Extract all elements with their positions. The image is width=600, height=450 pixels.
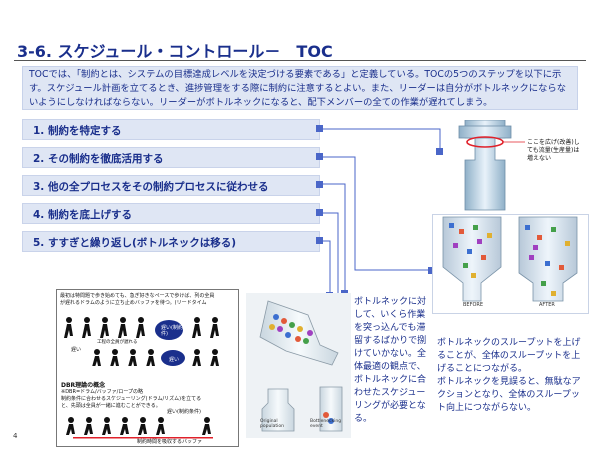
dbr-header-line: が遅れるドラムのように立ち止めバッファを待つ。(リードタイム (60, 300, 207, 306)
throughput-note: ボトルネックのスループットを上げることが、全体のスループットを上げることにつなが… (437, 338, 581, 413)
dbr-header-line: 最初は特問題で歩き始めても、急ぎ好きなペースで歩けば、列の全員 (60, 293, 215, 299)
walker-icon (64, 317, 73, 338)
connector-dot (316, 125, 323, 132)
gap-label: 工程の全員が遅れる (97, 340, 138, 345)
walkers-top (64, 317, 219, 366)
walker-icon (100, 317, 109, 338)
step-3: 3. 他の全プロセスをその制約プロセスに従わせる (22, 175, 320, 196)
page-number: 4 (13, 432, 18, 440)
bottleneck-label-top: 遅い(制約条件) (161, 325, 188, 337)
step-2: 2. その制約を徹底活用する (22, 147, 320, 168)
bottleneck-oval (155, 320, 183, 340)
walker-icon (92, 349, 101, 366)
walker-icon (146, 349, 155, 366)
connector-step4 (320, 212, 339, 295)
connector-step3 (320, 183, 346, 292)
funnel-before (442, 216, 502, 302)
bottom-caption: 制約時間を吸収するバッファ (137, 439, 203, 445)
connector-step5 (320, 240, 331, 295)
slide-title: 3-6. スケジュール・コントロール－ TOC (17, 42, 333, 61)
walker-icon (138, 417, 147, 435)
connector-step2 (320, 156, 430, 271)
walkers-bottom (66, 417, 213, 439)
step-4: 4. 制約を底上げする (22, 203, 320, 224)
connector-dot (316, 209, 323, 216)
bottleneck-label-bottom: 遅い(制約条件) (167, 409, 201, 415)
walker-icon (118, 317, 127, 338)
walker-icon (82, 317, 91, 338)
step-1: 1. 制約を特定する (22, 119, 320, 140)
pipe-bottleneck-figure (458, 120, 525, 211)
step-5: 5. すすぎと繰り返し(ボトルネックは移る) (22, 231, 320, 252)
connector-dot (436, 148, 443, 155)
title-divider (14, 60, 586, 61)
slow-label: 遅い (71, 347, 82, 353)
walker-icon (84, 417, 93, 435)
particles-before (449, 223, 492, 278)
walker-icon (110, 349, 119, 366)
walker-icon (192, 349, 201, 366)
walker-icon (66, 417, 75, 435)
walker-icon (192, 317, 201, 338)
dbr-concept: DBR理論の概念 ※DBR=ドラム/バッファ/ロープの略 制約条件に合わせるスケ… (61, 382, 236, 410)
beads-in-bottle (269, 314, 313, 344)
particles-after (525, 225, 570, 296)
funnel-after (518, 216, 578, 302)
walker-icon (120, 417, 129, 435)
bottle-label-right: Bottlenecking event (310, 419, 342, 429)
bottle-tilted (259, 300, 339, 366)
dbr-concept-line: と、先頭は全員が一緒に進むことができる。 (61, 403, 161, 409)
after-label: AFTER (539, 302, 555, 308)
connector-dot (316, 153, 323, 160)
funnel-svg (442, 216, 578, 302)
dbr-figure: 最初は特問題で歩き始めても、急ぎ好きなペースで歩けば、列の全員 が遅れるドラムの… (56, 289, 239, 447)
connector-dot (316, 181, 323, 188)
dbr-concept-line: ※DBR=ドラム/バッファ/ロープの略 (61, 389, 144, 395)
walker-icon (210, 349, 219, 366)
slow-right-label: 遅い (169, 357, 180, 363)
rope-line (73, 437, 213, 439)
before-label: BEFORE (463, 302, 484, 308)
walker-icon (128, 349, 137, 366)
dbr-concept-line: 制約条件に合わせるスケジューリング(ドラム/リズム)を立てる (61, 396, 202, 402)
walker-icon (210, 317, 219, 338)
pipe-flange (458, 125, 512, 139)
bottle-upright (261, 388, 295, 432)
connector-dot (428, 267, 435, 274)
connector-step1 (320, 128, 441, 150)
bottle-label-left: Original population (260, 419, 284, 429)
bottle-svg (259, 300, 343, 432)
bottle-figure: Original population Bottlenecking event (246, 293, 351, 438)
intro-text: TOCでは、「制約とは、システムの目標達成レベルを決定づける要素である」と定義し… (22, 66, 578, 110)
walker-icon (136, 317, 145, 338)
walker-icon (156, 417, 165, 435)
walker-icon (102, 417, 111, 435)
glass-right (319, 386, 343, 432)
pipe-callout: ここを広げ(改善)しても流量(生産量)は増えない (527, 139, 580, 162)
walker-icon (202, 417, 211, 435)
funnel-figure: BEFORE AFTER (432, 214, 589, 314)
dbr-header: 最初は特問題で歩き始めても、急ぎ好きなペースで歩けば、列の全員 が遅れるドラムの… (60, 293, 236, 307)
bottleneck-note: ボトルネックに対して、いくら作業を突っ込んでも滞留するばかりで捌けていかない。全… (354, 297, 427, 424)
bottleneck-oval (161, 350, 185, 366)
dbr-concept-title: DBR理論の概念 (61, 382, 106, 389)
connector-dot (316, 237, 323, 244)
